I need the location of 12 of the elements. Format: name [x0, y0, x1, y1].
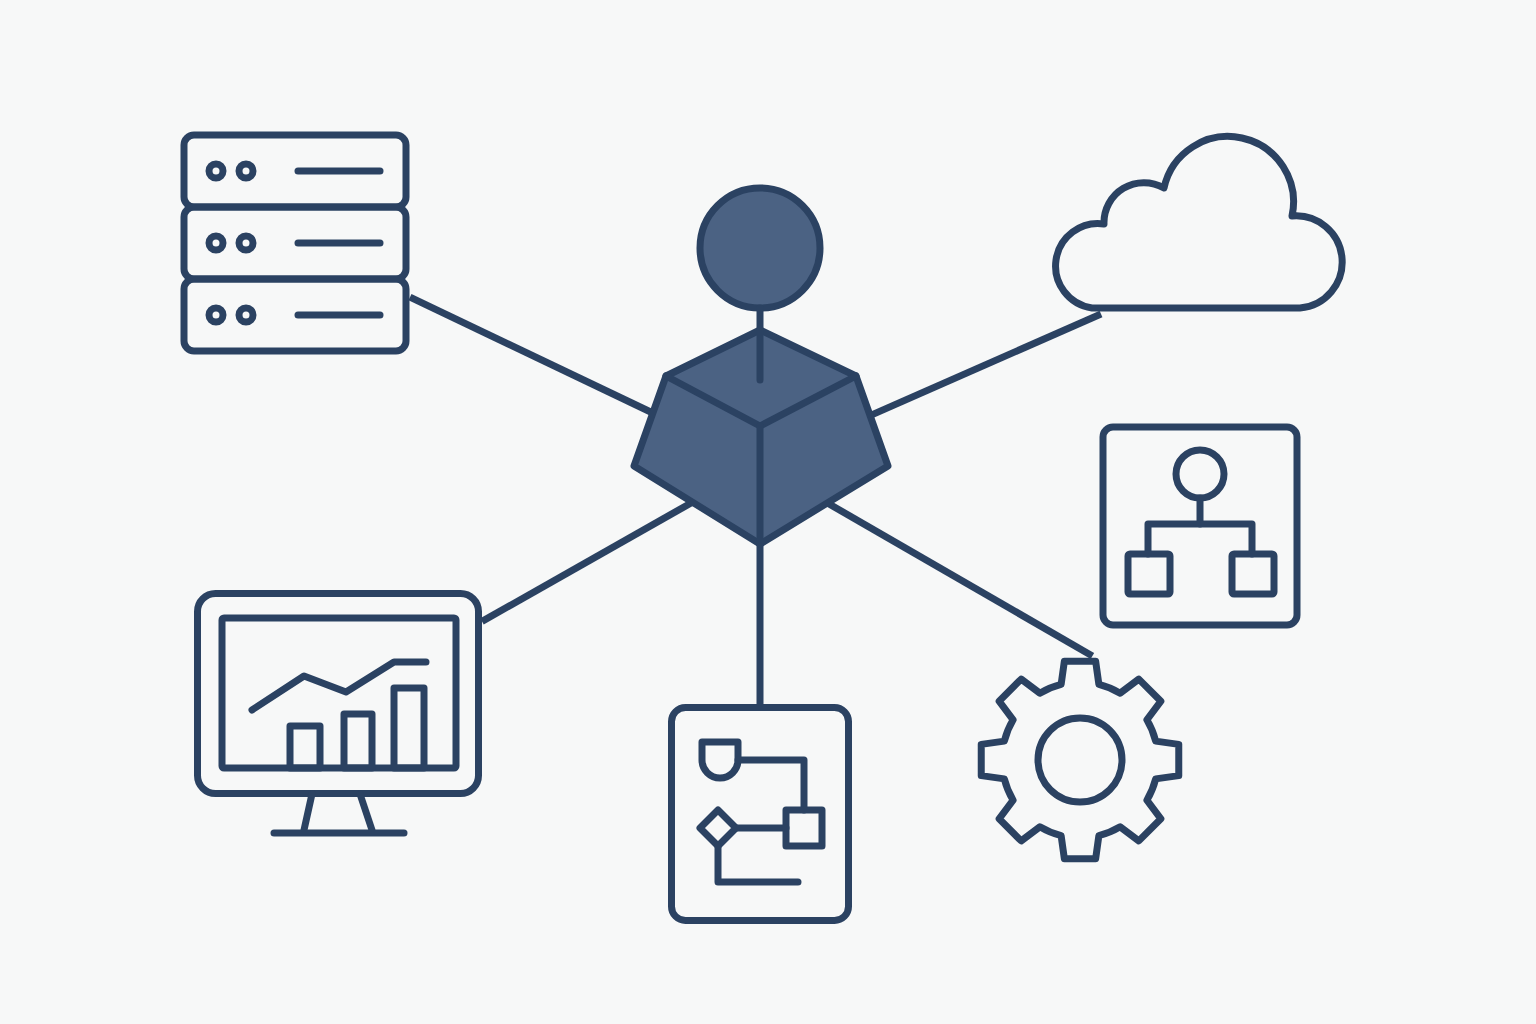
- connector-line: [756, 544, 764, 704]
- connector-line: [825, 499, 1095, 660]
- server-icon: [180, 132, 410, 354]
- cloud-icon: [1048, 132, 1350, 314]
- flowchart-document-icon: [668, 704, 852, 924]
- connector-line: [480, 499, 695, 625]
- gear-icon: [976, 656, 1184, 864]
- person-icon: [628, 184, 894, 548]
- monitor-chart-icon: [194, 590, 482, 838]
- connector-line: [868, 310, 1103, 419]
- org-chart-icon: [1100, 424, 1300, 628]
- connector-line: [408, 294, 655, 417]
